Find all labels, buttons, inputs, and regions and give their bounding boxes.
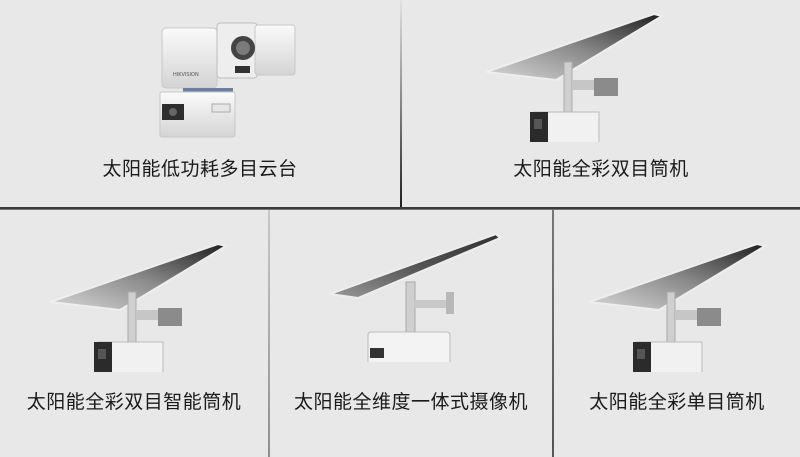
solar-bullet-camera-icon [49, 242, 229, 372]
horizontal-divider [0, 207, 800, 210]
product-label[interactable]: 太阳能全维度一体式摄像机 [293, 391, 528, 413]
product-card-dual-bullet[interactable]: 太阳能全彩双目筒机 [402, 0, 800, 207]
product-label[interactable]: 太阳能低功耗多目云台 [102, 158, 298, 180]
product-card-dual-smart-bullet[interactable]: 太阳能全彩双目智能筒机 [0, 210, 268, 457]
solar-bullet-camera-icon [588, 242, 768, 372]
product-label[interactable]: 太阳能全彩单目筒机 [589, 391, 765, 413]
bottom-vertical-divider-left [268, 210, 270, 457]
product-card-ptz[interactable]: HIKVISION 太阳能低功耗多目云台 [0, 0, 400, 207]
svg-text:HIKVISION: HIKVISION [173, 72, 199, 78]
solar-ptz-camera-icon: HIKVISION [159, 22, 296, 138]
product-label[interactable]: 太阳能全彩双目筒机 [513, 158, 689, 180]
solar-bullet-camera-icon [485, 12, 665, 142]
bottom-vertical-divider-right [552, 210, 554, 457]
product-card-panoramic[interactable]: 太阳能全维度一体式摄像机 [270, 210, 552, 457]
top-vertical-divider [400, 0, 402, 207]
product-card-single-bullet[interactable]: 太阳能全彩单目筒机 [554, 210, 800, 457]
product-label[interactable]: 太阳能全彩双目智能筒机 [26, 391, 242, 413]
solar-panoramic-camera-icon [329, 232, 502, 362]
